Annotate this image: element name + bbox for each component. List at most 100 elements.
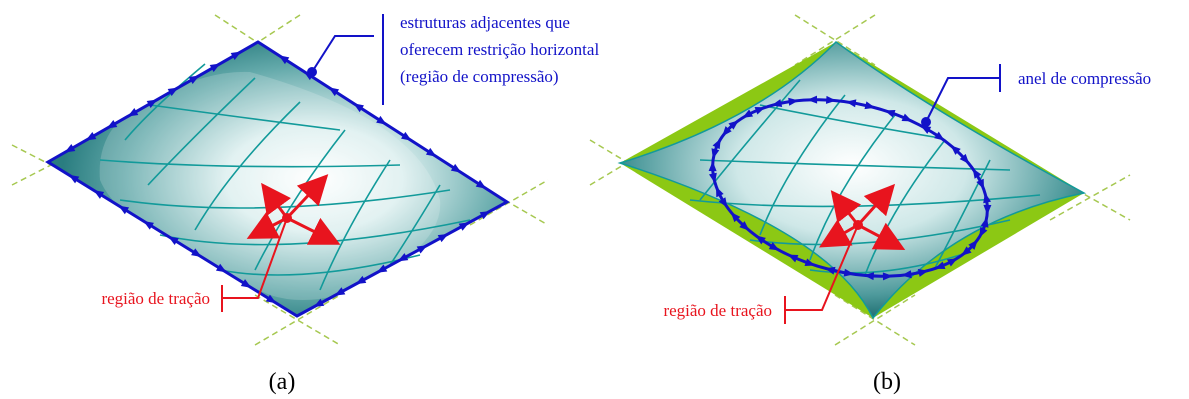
- compression-ring-leader-b: [925, 77, 1000, 123]
- boundary-arrowhead: [458, 222, 470, 231]
- boundary-arrowhead: [127, 108, 139, 117]
- ring-arrowhead: [718, 197, 728, 208]
- compression-label-a-line1: estruturas adjacentes que: [400, 13, 570, 32]
- boundary-arrowhead: [68, 174, 80, 184]
- boundary-arrowhead: [437, 233, 449, 243]
- ring-arrowhead: [864, 101, 876, 110]
- compression-label-a-line2: oferecem restrição horizontal: [400, 40, 599, 59]
- boundary-arrowhead: [278, 55, 290, 65]
- boundary-arrowhead: [168, 236, 179, 246]
- compression-label-a-line3: (região de compressão): [400, 67, 559, 86]
- ring-arrowhead: [716, 186, 724, 198]
- boundary-arrowhead: [167, 87, 179, 96]
- ring-arrowhead: [804, 258, 816, 267]
- ring-arrowhead: [976, 178, 984, 190]
- boundary-arrowhead: [64, 144, 76, 153]
- panel-a: região de tração estruturas adjacentes q…: [11, 13, 599, 395]
- membrane-surface-a: [48, 42, 507, 316]
- compression-ring-label-b: anel de compressão: [1018, 69, 1151, 88]
- boundary-arrowhead: [215, 263, 227, 273]
- ring-arrowhead: [917, 269, 929, 277]
- ring-arrowhead: [711, 148, 720, 159]
- ring-arrowhead: [708, 172, 717, 184]
- membrane-surface-b: [620, 42, 1084, 318]
- tension-leader-b: [785, 224, 859, 311]
- ring-arrowhead: [788, 97, 799, 106]
- caption-a: (a): [269, 369, 296, 395]
- compression-leader-a: [311, 35, 374, 73]
- ring-arrowhead: [979, 226, 988, 238]
- boundary-arrowhead: [401, 131, 412, 141]
- tension-label-a: região de tração: [101, 289, 210, 308]
- tension-label-b: região de tração: [663, 301, 772, 320]
- ring-arrowhead: [972, 168, 982, 179]
- boundary-arrowhead: [85, 132, 97, 141]
- ring-arrowhead: [901, 113, 913, 122]
- ring-arrowhead: [825, 95, 837, 104]
- caption-b: (b): [873, 369, 901, 395]
- boundary-arrowhead: [376, 115, 387, 125]
- ring-arrowhead: [946, 258, 958, 267]
- ring-arrowhead: [884, 109, 896, 118]
- membrane-grid-b: [689, 79, 1041, 276]
- ring-arrowhead: [983, 192, 992, 204]
- boundary-arrowhead: [450, 163, 462, 173]
- boundary-arrowhead: [397, 253, 409, 262]
- boundary-arrowhead: [240, 279, 252, 288]
- boundary-arrowhead: [230, 51, 242, 60]
- boundary-arrowhead: [118, 205, 130, 215]
- ring-arrowhead: [980, 217, 989, 228]
- ring-arrowhead: [722, 126, 732, 137]
- ring-arrowhead: [843, 268, 855, 277]
- ring-arrowhead: [901, 270, 912, 279]
- ring-arrowhead: [863, 272, 875, 281]
- membrane-grid-a: [99, 63, 471, 291]
- boundary-arrowhead: [106, 120, 118, 129]
- boundary-arrowhead: [143, 220, 154, 230]
- boundary-arrowhead: [475, 179, 487, 189]
- ring-arrowhead: [920, 125, 932, 134]
- boundary-arrowhead: [313, 298, 325, 307]
- boundary-arrowhead: [353, 103, 364, 113]
- boundary-arrowhead: [479, 211, 491, 220]
- boundary-arrowhead: [209, 63, 221, 72]
- ring-arrowhead: [712, 138, 721, 150]
- tension-leader-a: [222, 217, 288, 299]
- ring-arrowhead: [824, 266, 836, 275]
- ring-arrowhead: [771, 99, 783, 107]
- ring-arrowhead: [708, 161, 717, 172]
- ring-arrowhead: [882, 272, 893, 281]
- boundary-arrowhead: [425, 147, 437, 157]
- ring-arrowhead: [807, 95, 818, 104]
- ring-arrowhead: [934, 261, 946, 269]
- ring-arrowhead: [730, 212, 741, 223]
- ring-arrowhead: [961, 246, 972, 256]
- boundary-arrowhead: [265, 294, 277, 304]
- ring-arrowhead: [787, 254, 799, 263]
- tension-arrows-a: [246, 174, 341, 245]
- boundary-arrowhead: [146, 99, 158, 108]
- boundary-arrowhead: [93, 190, 105, 199]
- panel-b: região de tração anel de compressão (b): [589, 14, 1151, 395]
- ring-arrowhead: [983, 204, 992, 215]
- ring-arrowhead: [755, 235, 766, 245]
- ring-arrowhead: [739, 221, 750, 231]
- compression-boundary-a: [45, 40, 510, 318]
- ring-arrowhead: [768, 242, 780, 251]
- boundary-arrowhead: [334, 287, 346, 296]
- ring-arrowhead: [845, 99, 857, 108]
- ring-arrowhead: [934, 131, 945, 141]
- boundary-arrowhead: [416, 245, 428, 254]
- ring-arrowhead: [959, 153, 970, 164]
- boundary-arrowhead: [188, 75, 200, 84]
- boundary-arrowhead: [376, 264, 388, 273]
- ring-arrows-b: [708, 95, 992, 281]
- ring-arrowhead: [728, 120, 739, 130]
- ring-arrowhead: [968, 239, 978, 250]
- boundary-arrows-a: [64, 51, 491, 307]
- ring-arrowhead: [754, 107, 766, 115]
- ring-arrowhead: [950, 145, 961, 155]
- boundary-arrowhead: [191, 248, 202, 258]
- boundary-arrowhead: [355, 275, 367, 285]
